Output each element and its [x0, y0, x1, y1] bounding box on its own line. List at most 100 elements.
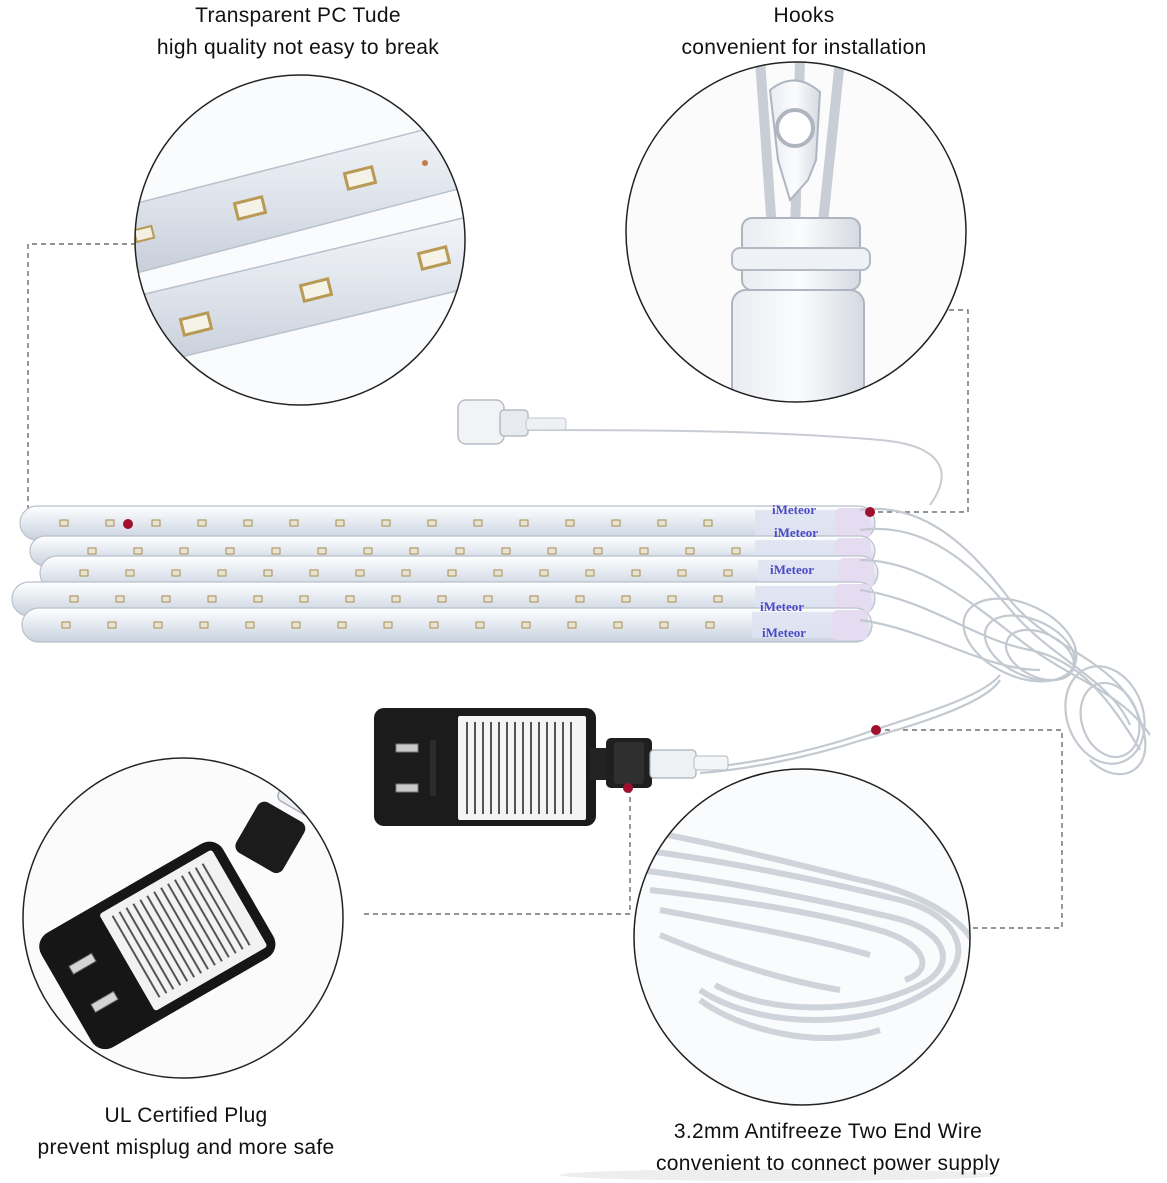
led-chip [199, 621, 209, 629]
led-chip [245, 621, 255, 629]
floor-shadow [560, 1169, 1000, 1181]
label-text-line [522, 722, 524, 814]
led-chip [391, 595, 401, 603]
led-chip [731, 547, 741, 555]
marker-dot [623, 783, 633, 793]
label-text-line [482, 722, 484, 814]
label-text-line [180, 875, 230, 958]
label-text-line [490, 722, 492, 814]
warning-label-text [466, 722, 572, 814]
marker-dot [871, 725, 881, 735]
led-chip [677, 569, 687, 577]
label-text-line [570, 722, 572, 814]
led-chip [133, 547, 143, 555]
led-chip [271, 547, 281, 555]
led-chip [529, 595, 539, 603]
brand-label: iMeteor [772, 502, 816, 517]
led-chip [519, 519, 529, 527]
hooks-feature-caption: Hooks convenient for installation [604, 0, 1004, 64]
label-text-line [139, 899, 189, 982]
label-text-line [146, 895, 196, 978]
led-chip [87, 547, 97, 555]
led-chip [475, 621, 485, 629]
plug-zoom-circle [22, 757, 344, 1079]
label-text-line [474, 722, 476, 814]
label-text-line [132, 903, 182, 986]
label-text-line [201, 863, 251, 946]
callout-markers [123, 507, 881, 793]
power-adapter [374, 708, 729, 826]
led-chip [107, 621, 117, 629]
led-chip [547, 547, 557, 555]
led-chip [565, 519, 575, 527]
led-chip [115, 595, 125, 603]
hooks-zoom-circle [625, 61, 967, 403]
label-text-line [187, 871, 237, 954]
feature-subtitle: convenient to connect power supply [655, 1152, 1001, 1175]
led-chip [593, 547, 603, 555]
led-chip [473, 519, 483, 527]
brand-label: iMeteor [760, 599, 804, 614]
led-chip [493, 569, 503, 577]
label-text-line [498, 722, 500, 814]
led-chip [289, 519, 299, 527]
led-chip [401, 569, 411, 577]
led-chip [447, 569, 457, 577]
brand-label: iMeteor [762, 625, 806, 640]
label-band [752, 612, 834, 638]
marker-dot [865, 507, 875, 517]
led-chip [611, 519, 621, 527]
label-text-line [466, 722, 468, 814]
led-chip [125, 569, 135, 577]
led-chip [455, 547, 465, 555]
led-chip [713, 595, 723, 603]
led-chip [723, 569, 733, 577]
led-chip [585, 569, 595, 577]
led-chip [429, 621, 439, 629]
tube-end-cap [832, 610, 868, 640]
led-chip [243, 519, 253, 527]
feature-title: 3.2mm Antifreeze Two End Wire [673, 1120, 983, 1143]
led-chip [575, 595, 585, 603]
marker-dot [123, 519, 133, 529]
label-text-line [538, 722, 540, 814]
led-chip [381, 519, 391, 527]
led-chip [61, 621, 71, 629]
led-chip [521, 621, 531, 629]
led-chip [151, 519, 161, 527]
tube-end-cap [838, 558, 874, 588]
led-chip [79, 569, 89, 577]
tube-feature-caption: Transparent PC Tude high quality not eas… [98, 0, 498, 64]
led-chip [539, 569, 549, 577]
led-chip [613, 621, 623, 629]
label-text-line [160, 887, 209, 970]
label-text-line [125, 907, 175, 990]
label-text-line [546, 722, 548, 814]
led-chip [437, 595, 447, 603]
led-chip [59, 519, 69, 527]
meteor-tube [21, 607, 873, 643]
brand-label: iMeteor [774, 525, 818, 540]
led-chip [299, 595, 309, 603]
label-text-line [167, 883, 216, 966]
led-chip [105, 519, 115, 527]
label-text-line [153, 891, 202, 974]
label-text-line [118, 911, 168, 994]
led-chip [317, 547, 327, 555]
tube-zoom-circle [134, 74, 466, 406]
wire-coil [699, 507, 1151, 776]
led-chip [263, 569, 273, 577]
led-chip [483, 595, 493, 603]
led-chip [171, 569, 181, 577]
led-chip [639, 547, 649, 555]
label-text-line [530, 722, 532, 814]
led-chip [309, 569, 319, 577]
led-chip [225, 547, 235, 555]
led-chip [363, 547, 373, 555]
label-band [755, 510, 837, 536]
brand-label: iMeteor [770, 562, 814, 577]
label-text-line [111, 915, 161, 998]
led-chip [161, 595, 171, 603]
led-chip [685, 547, 695, 555]
